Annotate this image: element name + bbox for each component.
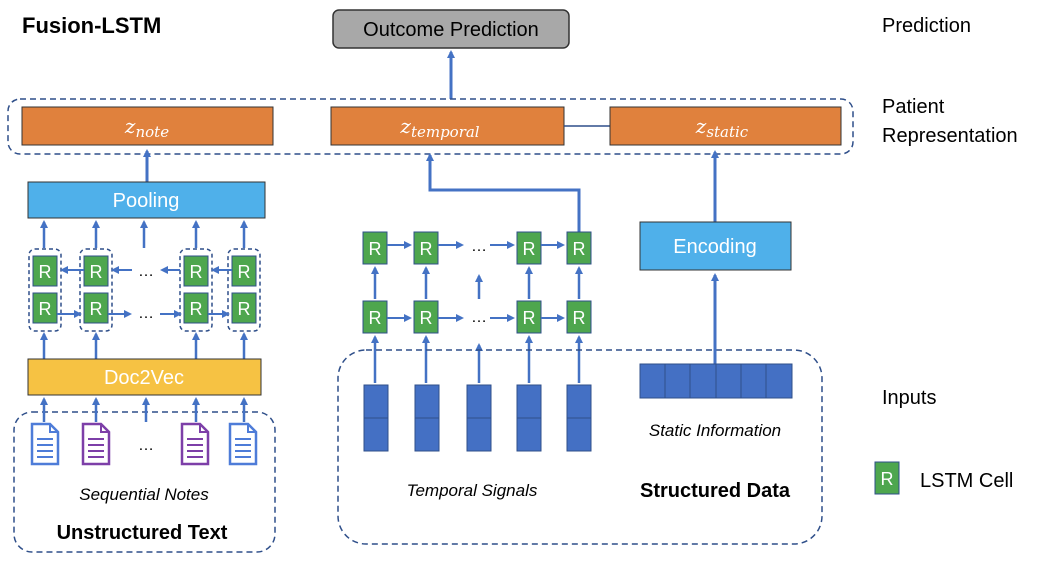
structured-data-container [337, 349, 823, 545]
outcome-prediction-box [332, 9, 570, 49]
svg-text:R: R [238, 299, 251, 319]
sequential-notes-label: Sequential Notes [79, 485, 209, 504]
static-information-label: Static Information [649, 421, 781, 440]
arrow-temporal-to-ztemporal [426, 153, 581, 232]
temporal-ellipsis-bottom: … [471, 309, 487, 326]
svg-text:R: R [238, 262, 251, 282]
svg-text:R: R [573, 308, 586, 328]
legend-cell-letter: R [881, 469, 894, 489]
static-information-bar [639, 363, 793, 399]
z-static-label: zstatic [695, 114, 749, 141]
left-lstm-cells [32, 255, 257, 324]
svg-text:R: R [39, 299, 52, 319]
temporal-lstm-cells [362, 231, 592, 334]
encoding-box [639, 221, 792, 271]
svg-text:R: R [190, 262, 203, 282]
svg-text:R: R [573, 239, 586, 259]
label-representation-2: Representation [882, 125, 1018, 147]
pooling-box [27, 181, 266, 219]
svg-text:R: R [90, 262, 103, 282]
doc2vec-label: Doc2Vec [104, 367, 184, 389]
temporal-lstm-cell-letters: R R R R R R R R [369, 239, 586, 328]
z-temporal-box [330, 106, 565, 146]
unstructured-text-container [13, 411, 276, 553]
doc2vec-to-cells-arrows [40, 332, 248, 359]
svg-text:R: R [420, 308, 433, 328]
label-representation-1: Patient [882, 96, 945, 118]
document-icon [81, 422, 111, 466]
z-note-box [21, 106, 274, 146]
label-prediction: Prediction [882, 15, 971, 37]
document-icon [30, 422, 60, 466]
svg-text:R: R [369, 239, 382, 259]
z-temporal-label: ztemporal [399, 114, 479, 141]
outcome-prediction-label: Outcome Prediction [363, 19, 539, 41]
legend-lstm-cell-icon [874, 461, 900, 495]
svg-text:R: R [420, 239, 433, 259]
notes-ellipsis: … [138, 437, 154, 454]
label-inputs: Inputs [882, 387, 936, 409]
left-lstm-cell-letters: R R R R R R R R [39, 262, 251, 319]
encoding-label: Encoding [673, 236, 756, 258]
legend-lstm-cell-label: LSTM Cell [920, 470, 1013, 492]
svg-text:R: R [369, 308, 382, 328]
patient-representation-container [7, 98, 854, 155]
doc2vec-box [27, 358, 262, 396]
z-static-box [609, 106, 842, 146]
temporal-signals-label: Temporal Signals [407, 481, 538, 500]
left-ellipsis-bottom: … [138, 305, 154, 322]
svg-text:R: R [523, 239, 536, 259]
left-ellipsis-top: … [138, 263, 154, 280]
svg-text:R: R [90, 299, 103, 319]
temporal-signal-bars [363, 384, 592, 452]
temporal-ellipsis-top: … [471, 238, 487, 255]
document-icon [228, 422, 258, 466]
svg-text:R: R [523, 308, 536, 328]
svg-text:R: R [190, 299, 203, 319]
pooling-label: Pooling [113, 190, 180, 212]
bilstm-cell-groups [28, 248, 261, 332]
document-icon [180, 422, 210, 466]
svg-text:R: R [39, 262, 52, 282]
structured-data-label: Structured Data [640, 480, 791, 502]
z-note-label: znote [124, 114, 169, 141]
left-cell-to-pooling-arrows [40, 220, 248, 248]
temporal-horizontal-arrows [387, 241, 565, 322]
unstructured-text-label: Unstructured Text [57, 522, 228, 544]
diagram-title: Fusion-LSTM [22, 13, 161, 38]
temporal-vertical-arrows [371, 266, 583, 383]
notes-to-doc2vec-arrows [40, 397, 248, 422]
